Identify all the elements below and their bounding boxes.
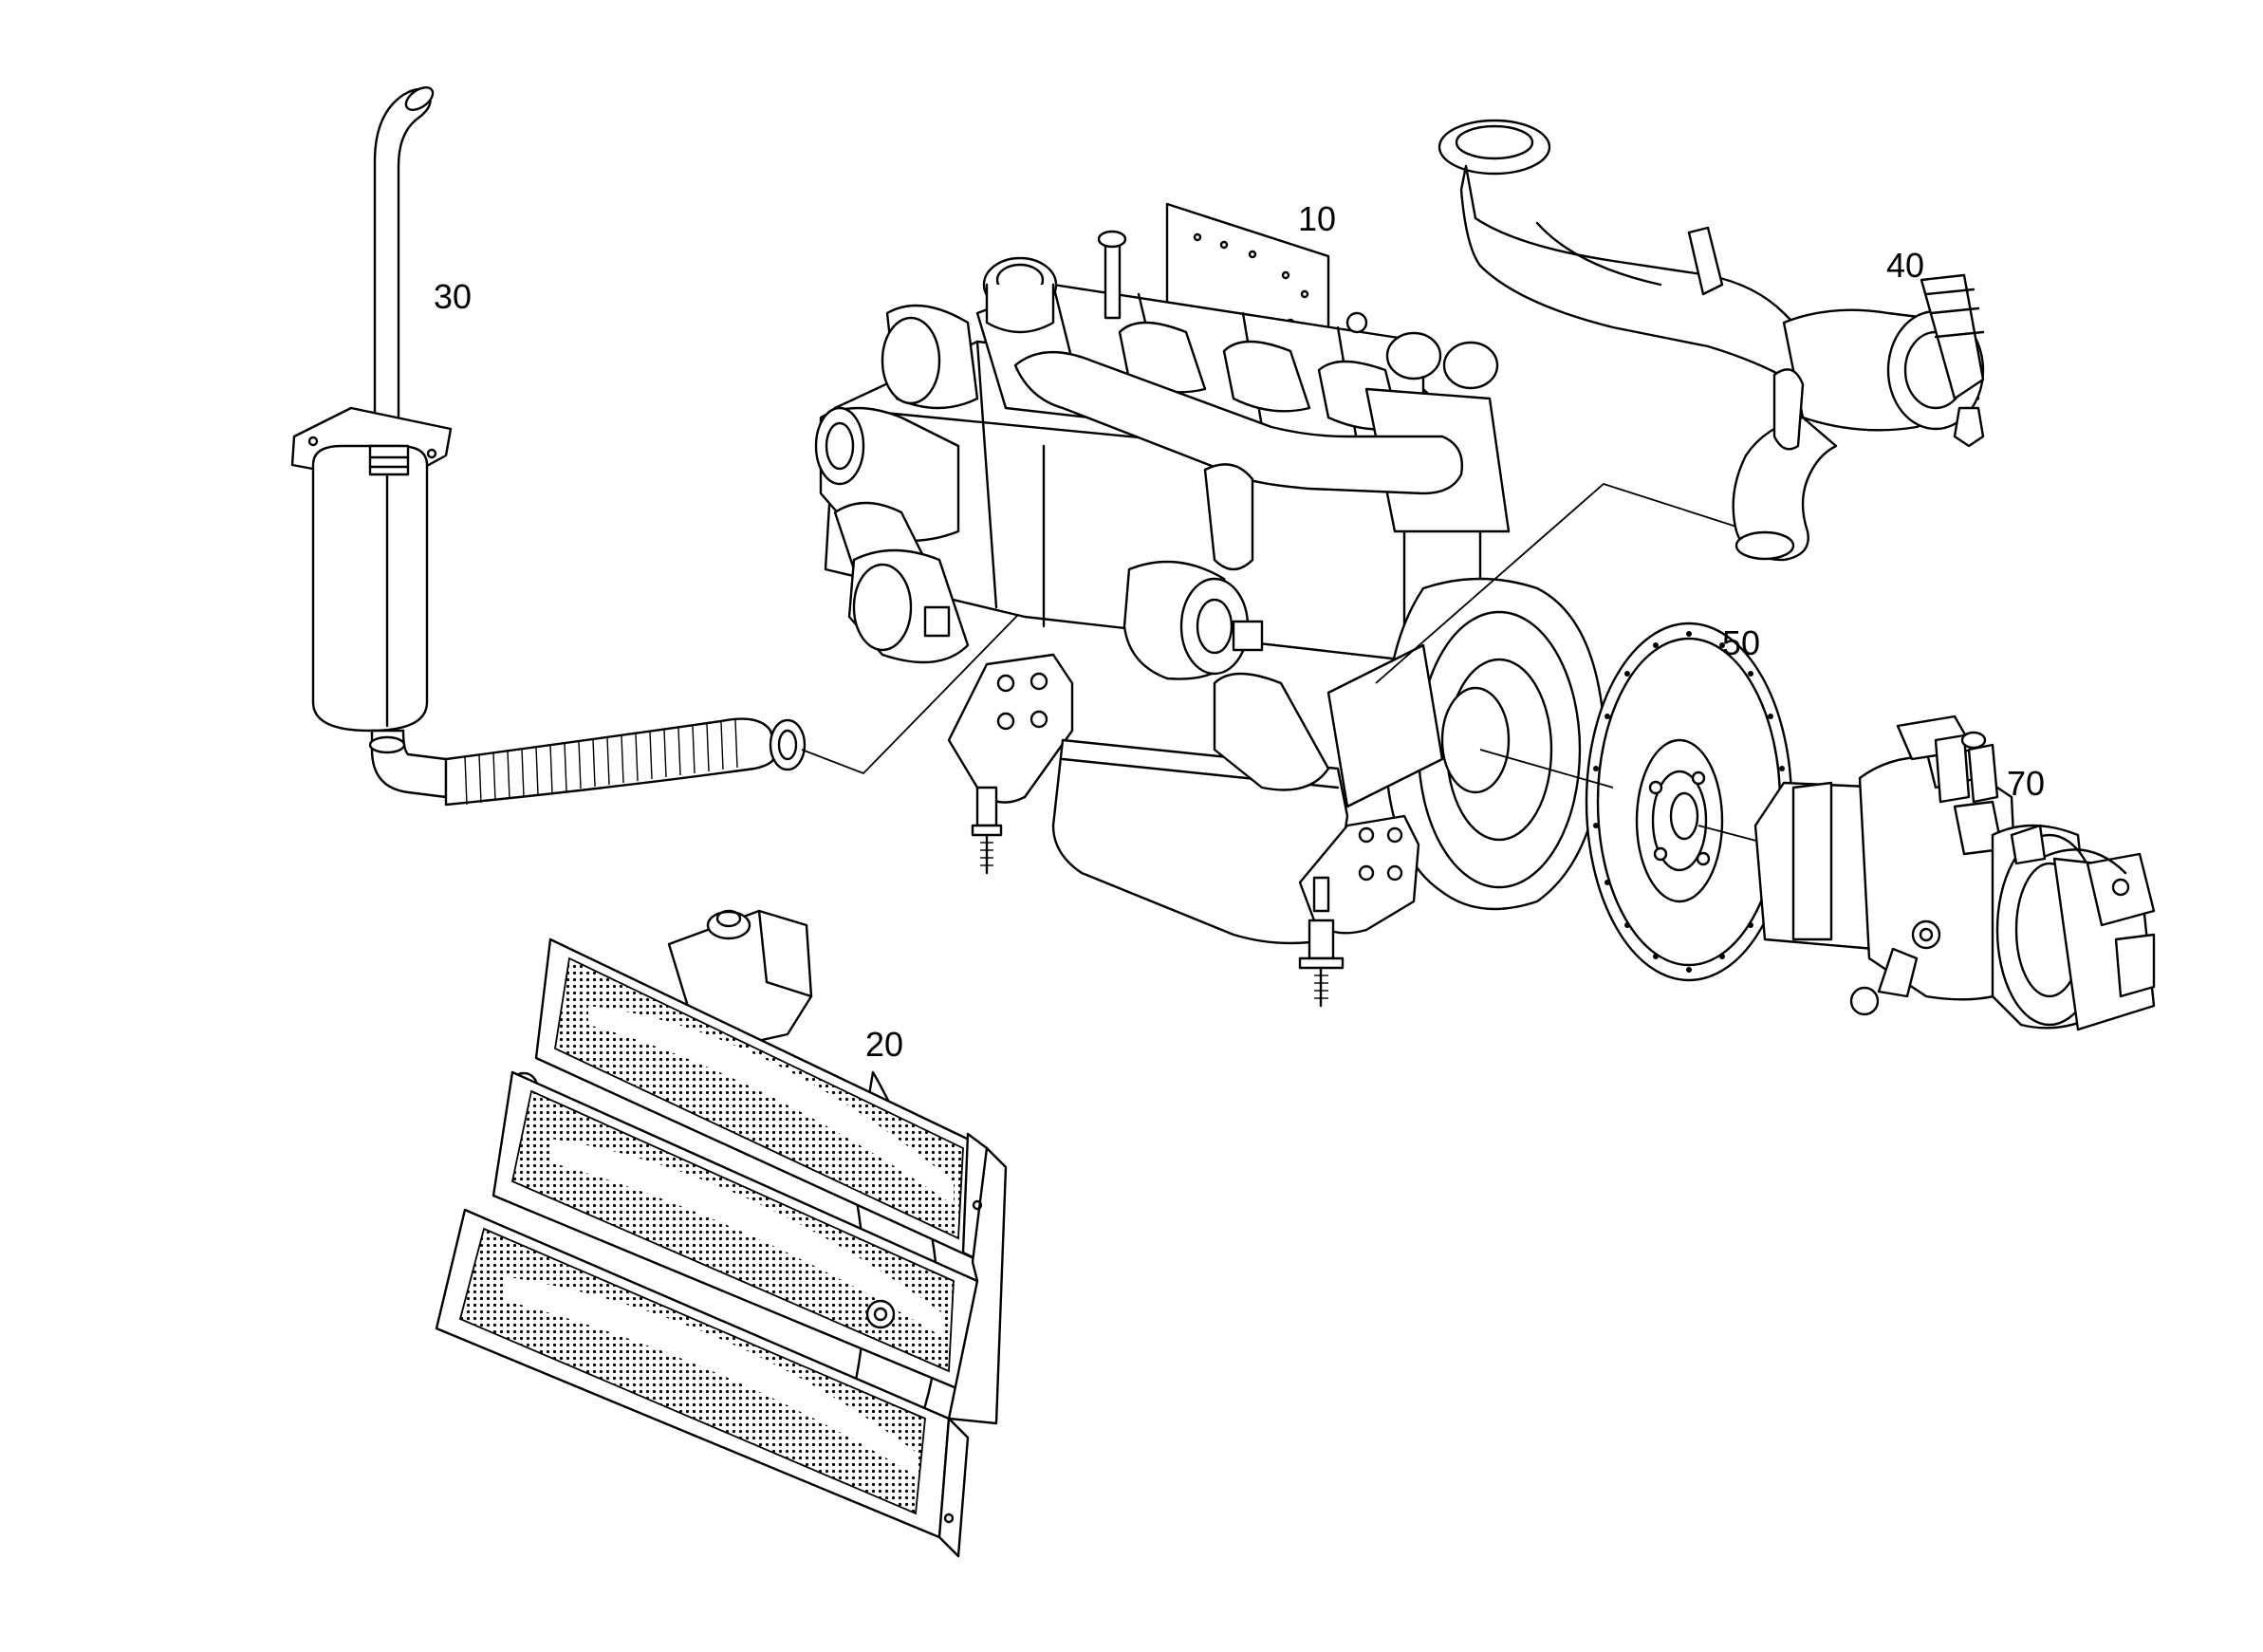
engine-block-assembly	[814, 202, 1737, 1008]
flex-plate-coupling	[1479, 622, 1793, 982]
intake-manifold-pipe	[1013, 351, 1463, 495]
exhaust-tail-pipe	[373, 87, 432, 448]
air-intake-elbow	[1732, 416, 1838, 562]
radiator-part-label: 20	[865, 1025, 904, 1064]
starter-motor	[1213, 672, 1330, 791]
engine-part-label: 10	[1298, 199, 1337, 238]
air-intake-cap	[1438, 119, 1551, 176]
exhaust-flange	[769, 718, 807, 771]
muffler-body	[311, 444, 429, 733]
hydraulic-pump-assembly	[1753, 715, 2156, 1031]
hydraulic-pump-part-label: 70	[2007, 764, 2046, 803]
exhaust-muffler-assembly	[290, 86, 1054, 807]
air-intake-part-label: 40	[1886, 246, 1925, 285]
air-intake-pipe	[1459, 164, 1814, 381]
air-intake-assembly	[1438, 119, 1985, 562]
exhaust-part-label: 30	[434, 277, 473, 316]
flex-plate-part-label: 50	[1722, 623, 1761, 662]
radiator-cooler-assembly	[435, 909, 1008, 1558]
